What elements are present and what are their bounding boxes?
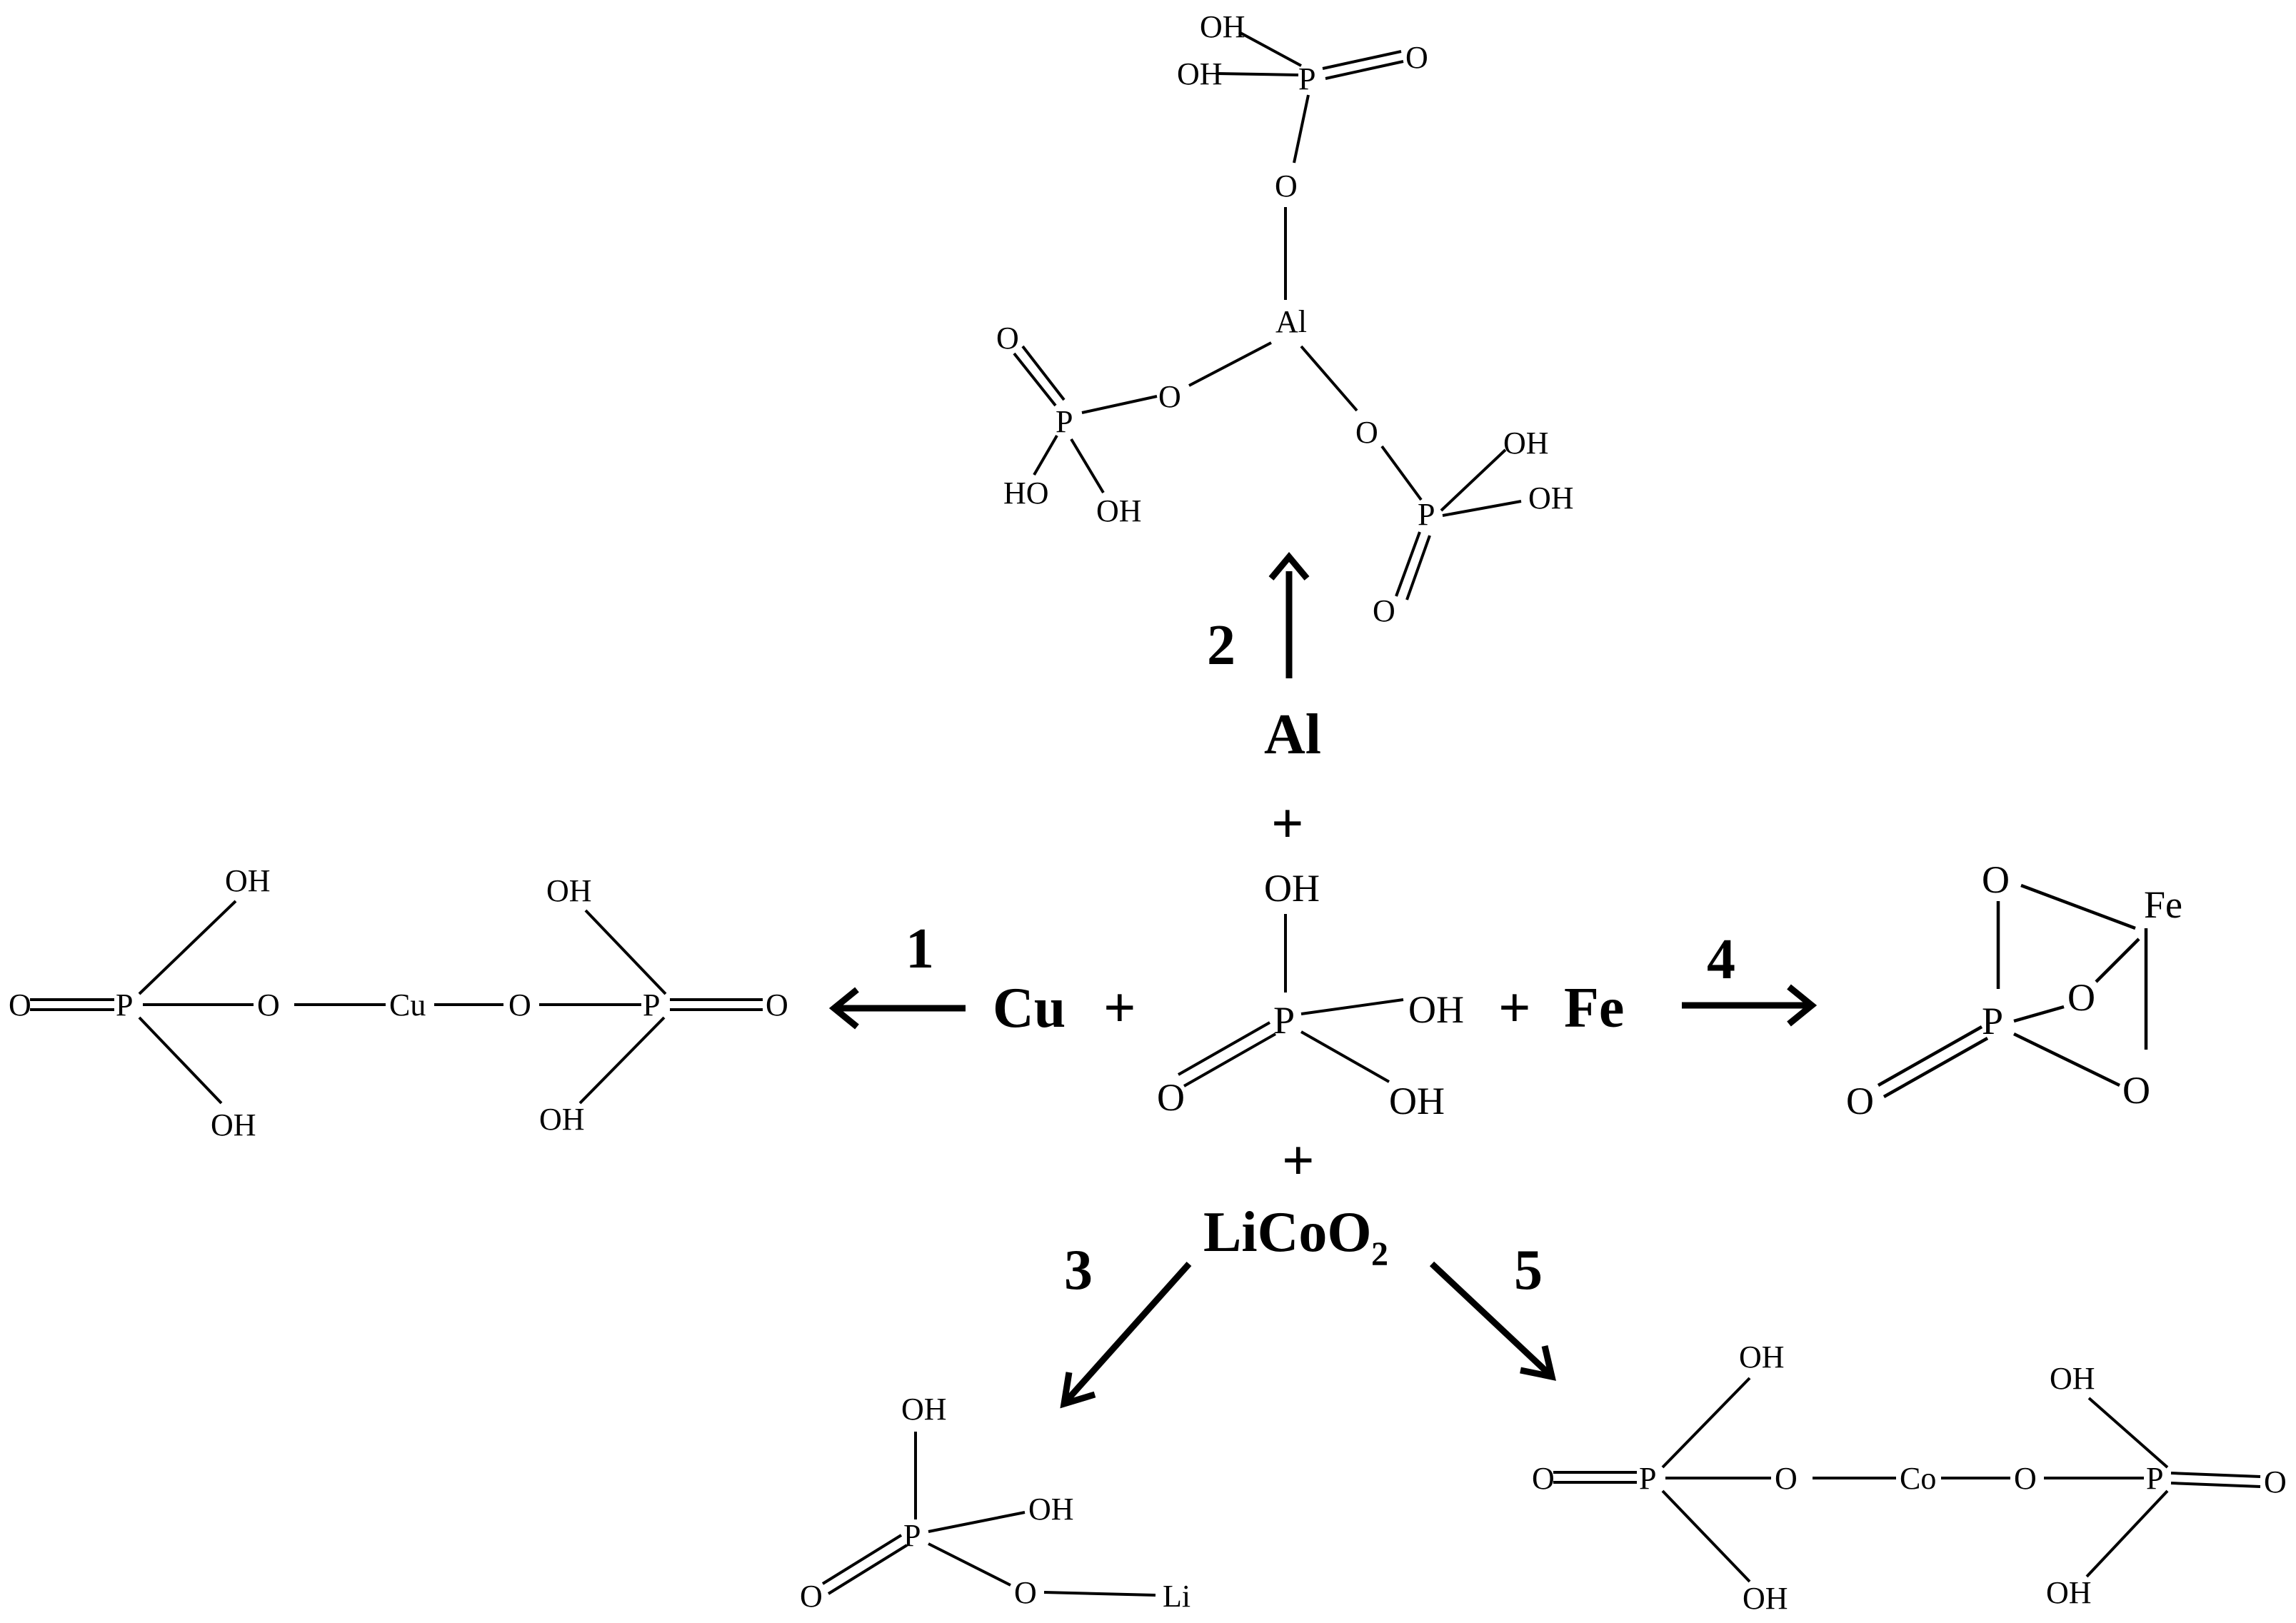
atom-Al: Al bbox=[1275, 304, 1307, 339]
atom-O: O bbox=[766, 988, 788, 1022]
atom-O: O bbox=[2122, 1069, 2150, 1112]
reactant-al: Al bbox=[1264, 703, 1321, 766]
licoo2-subscript: 2 bbox=[1371, 1235, 1388, 1273]
product-co-phosphate: O P OH OH O Co O P OH OH O bbox=[1532, 1340, 2287, 1616]
atom-Co: Co bbox=[1900, 1461, 1936, 1496]
atom-OH: OH bbox=[1389, 1080, 1445, 1122]
atom-O: O bbox=[1355, 415, 1378, 450]
atom-O: O bbox=[1275, 169, 1298, 203]
atom-O: O bbox=[1157, 1076, 1185, 1119]
reaction-number-1: 1 bbox=[906, 918, 934, 980]
atom-HO: HO bbox=[1003, 476, 1049, 511]
reaction-number-5: 5 bbox=[1514, 1239, 1543, 1302]
arrow-4 bbox=[1682, 984, 1818, 1027]
atom-OH: OH bbox=[211, 1107, 256, 1142]
atom-Cu: Cu bbox=[389, 988, 426, 1022]
plus-sign: + bbox=[1271, 793, 1304, 855]
atom-OH: OH bbox=[1528, 481, 1574, 516]
atom-OH: OH bbox=[225, 863, 271, 898]
atom-OH: OH bbox=[1739, 1340, 1785, 1375]
atom-P: P bbox=[1982, 1000, 2003, 1042]
atom-OH: OH bbox=[1177, 56, 1223, 91]
arrow-1 bbox=[828, 987, 966, 1030]
arrow-3 bbox=[1060, 1261, 1192, 1409]
atom-O: O bbox=[1775, 1461, 1798, 1496]
product-fe-phosphate: O Fe O P O O bbox=[1846, 858, 2182, 1122]
atom-O: O bbox=[1982, 858, 2010, 901]
atom-O: O bbox=[2264, 1464, 2287, 1499]
atom-P: P bbox=[1298, 61, 1315, 96]
reaction-number-4: 4 bbox=[1707, 928, 1735, 991]
atom-O: O bbox=[2014, 1461, 2037, 1496]
atom-O: O bbox=[1014, 1575, 1037, 1610]
atom-Li: Li bbox=[1163, 1579, 1190, 1614]
atom-P: P bbox=[1056, 404, 1073, 439]
atom-O: O bbox=[257, 988, 280, 1022]
atom-O: O bbox=[1532, 1461, 1555, 1496]
atom-O: O bbox=[1158, 379, 1181, 414]
atom-P: P bbox=[903, 1518, 921, 1553]
atom-OH: OH bbox=[1028, 1492, 1074, 1527]
atom-OH: OH bbox=[1264, 867, 1320, 910]
atom-OH: OH bbox=[546, 873, 592, 908]
atom-O: O bbox=[1373, 593, 1395, 628]
reaction-number-3: 3 bbox=[1064, 1239, 1093, 1302]
atom-P: P bbox=[1639, 1461, 1656, 1496]
atom-O: O bbox=[800, 1579, 823, 1614]
atom-P: P bbox=[116, 988, 133, 1022]
atom-O: O bbox=[1846, 1080, 1874, 1122]
atom-OH: OH bbox=[2050, 1361, 2095, 1396]
atom-OH: OH bbox=[1408, 988, 1464, 1031]
plus-sign: + bbox=[1103, 977, 1136, 1040]
atom-OH: OH bbox=[1096, 493, 1142, 528]
atom-OH: OH bbox=[1743, 1581, 1788, 1616]
product-li-phosphate: OH P OH O O Li bbox=[800, 1392, 1190, 1614]
atom-OH: OH bbox=[2046, 1575, 2092, 1610]
reactant-licoo2: LiCoO 2 bbox=[1203, 1201, 1388, 1273]
atom-P: P bbox=[643, 988, 660, 1022]
atom-O: O bbox=[1405, 40, 1428, 75]
atom-Fe: Fe bbox=[2144, 883, 2182, 926]
product-cu-phosphate: O P OH OH O Cu O P OH OH O bbox=[9, 863, 788, 1142]
atom-O: O bbox=[508, 988, 531, 1022]
product-al-phosphate: OH OH P O O Al O P O HO OH O P OH OH O bbox=[996, 9, 1574, 628]
atom-P: P bbox=[2146, 1461, 2163, 1496]
atom-OH: OH bbox=[1200, 9, 1245, 44]
atom-O: O bbox=[996, 321, 1019, 356]
reaction-number-2: 2 bbox=[1207, 614, 1235, 677]
atom-O: O bbox=[9, 988, 31, 1022]
reactant-cu: Cu bbox=[993, 977, 1066, 1040]
arrow-5 bbox=[1429, 1261, 1556, 1381]
atom-OH: OH bbox=[901, 1392, 947, 1427]
atom-P: P bbox=[1418, 497, 1435, 532]
atom-OH: OH bbox=[539, 1102, 585, 1137]
arrow-2 bbox=[1268, 551, 1310, 678]
phosphoric-acid-center: P OH OH OH O bbox=[1157, 867, 1464, 1122]
plus-sign: + bbox=[1282, 1130, 1315, 1192]
atom-O: O bbox=[2067, 976, 2095, 1019]
plus-sign: + bbox=[1498, 977, 1531, 1040]
licoo2-text: LiCoO bbox=[1203, 1201, 1372, 1264]
atom-P: P bbox=[1273, 999, 1295, 1042]
atom-OH: OH bbox=[1503, 426, 1549, 461]
reactant-fe: Fe bbox=[1564, 977, 1624, 1040]
